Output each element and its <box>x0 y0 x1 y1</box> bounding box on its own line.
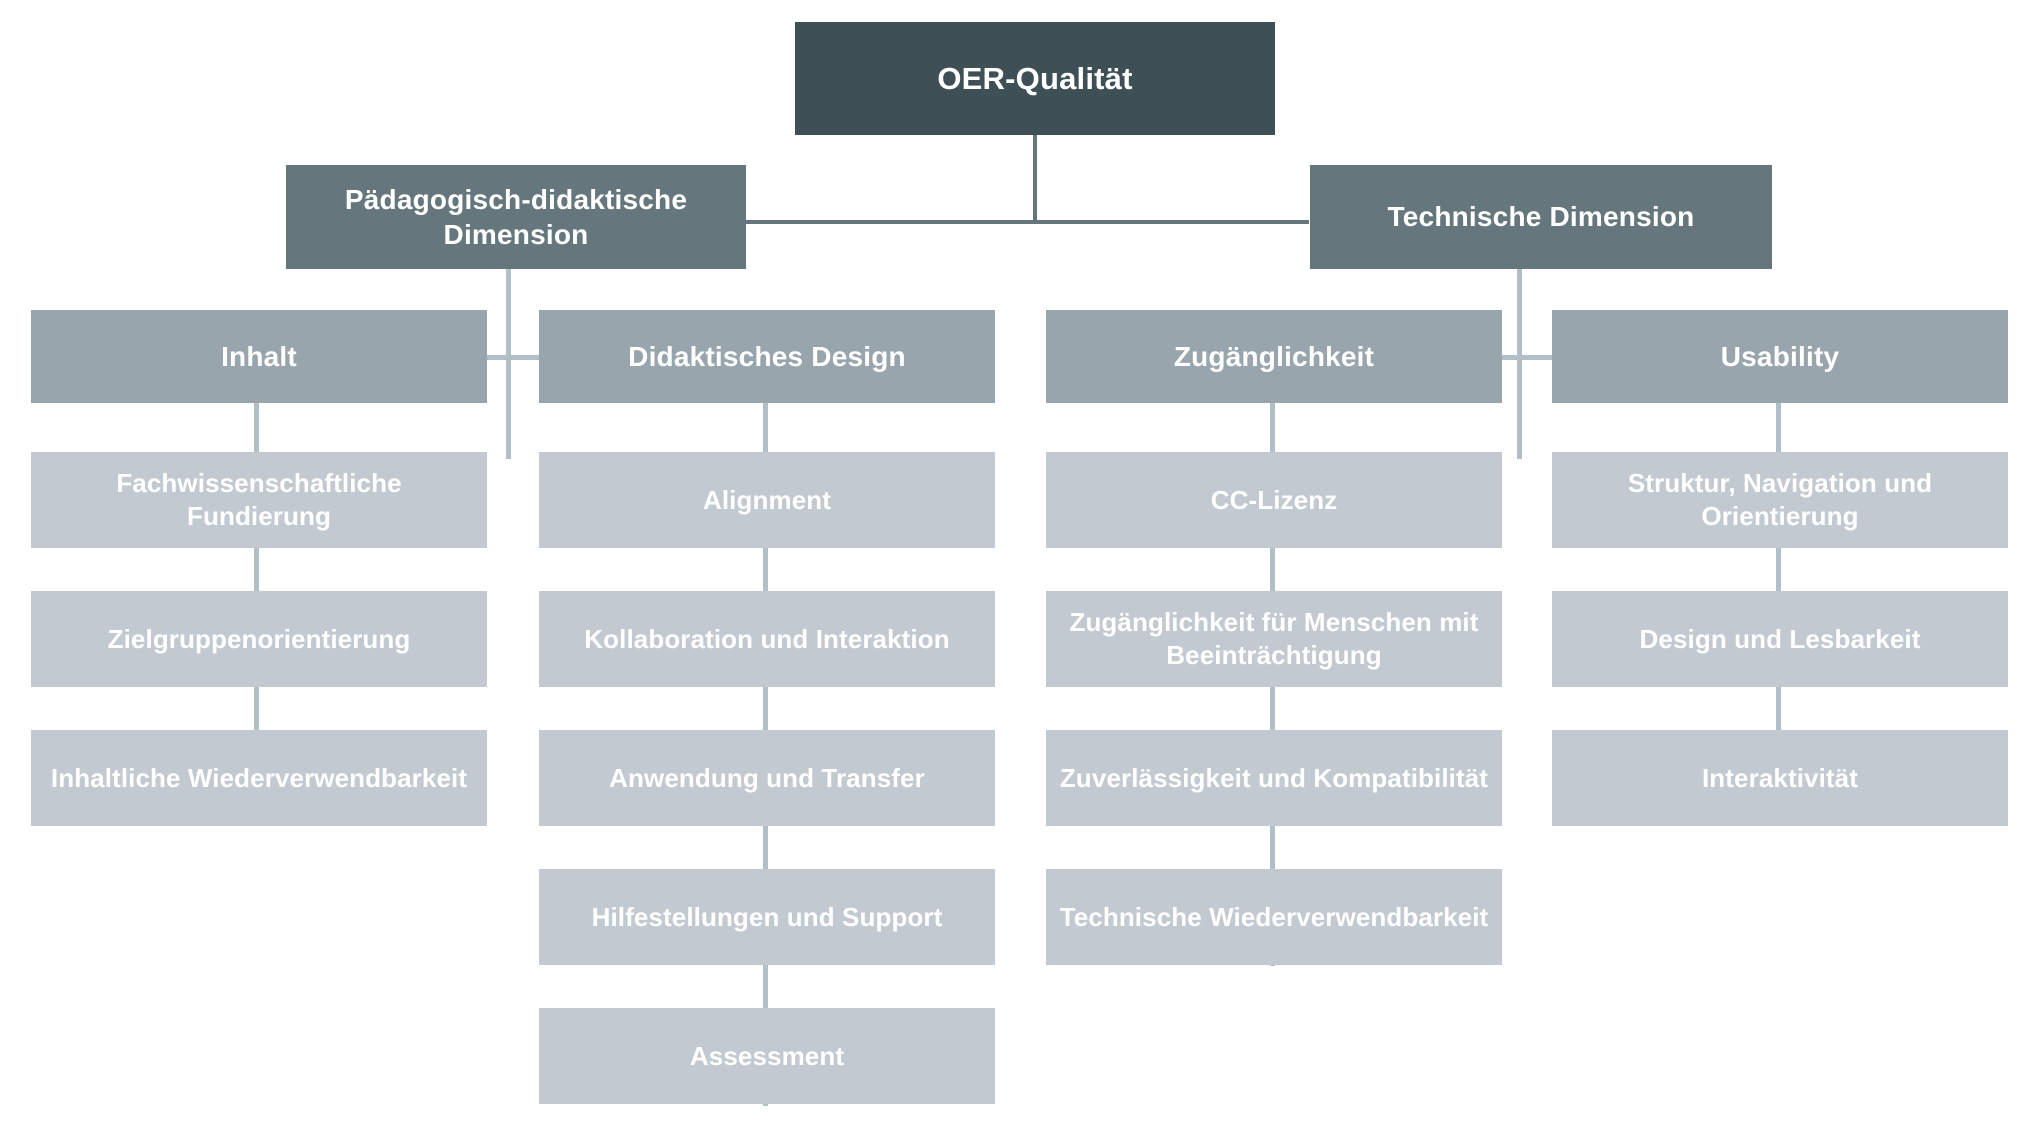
connector-right-dimension-stem <box>1517 268 1522 459</box>
node-item-cc-lizenz[interactable]: CC-Lizenz <box>1046 452 1502 548</box>
node-item-inhaltliche-wiederverwendbarkeit[interactable]: Inhaltliche Wiederverwendbarkeit <box>31 730 487 826</box>
node-item-alignment[interactable]: Alignment <box>539 452 995 548</box>
node-item-kollaboration-und-interaktion[interactable]: Kollaboration und Interaktion <box>539 591 995 687</box>
node-item-zielgruppenorientierung[interactable]: Zielgruppenorientierung <box>31 591 487 687</box>
node-item-zugaenglichkeit-beeintraechtigung[interactable]: Zugänglichkeit für Menschen mit Beeinträ… <box>1046 591 1502 687</box>
connector-right-group-bar <box>1268 355 1778 360</box>
node-item-hilfestellungen-und-support[interactable]: Hilfestellungen und Support <box>539 869 995 965</box>
node-item-technische-wiederverwendbarkeit[interactable]: Technische Wiederverwendbarkeit <box>1046 869 1502 965</box>
connector-dimensions-bar <box>737 220 1309 224</box>
node-item-assessment[interactable]: Assessment <box>539 1008 995 1104</box>
node-item-struktur-navigation-orientierung[interactable]: Struktur, Navigation und Orientierung <box>1552 452 2008 548</box>
connector-left-group-bar <box>256 355 766 360</box>
node-dimension-paedagogisch-didaktisch[interactable]: Pädagogisch-didaktische Dimension <box>286 165 746 269</box>
node-category-inhalt[interactable]: Inhalt <box>31 310 487 403</box>
node-item-interaktivitaet[interactable]: Interaktivität <box>1552 730 2008 826</box>
node-category-zugaenglichkeit[interactable]: Zugänglichkeit <box>1046 310 1502 403</box>
node-item-anwendung-und-transfer[interactable]: Anwendung und Transfer <box>539 730 995 826</box>
node-item-design-und-lesbarkeit[interactable]: Design und Lesbarkeit <box>1552 591 2008 687</box>
node-root-oer-qualitaet[interactable]: OER-Qualität <box>795 22 1275 135</box>
node-category-didaktisches-design[interactable]: Didaktisches Design <box>539 310 995 403</box>
connector-root-stem <box>1033 135 1037 223</box>
node-category-usability[interactable]: Usability <box>1552 310 2008 403</box>
node-item-fachwissenschaftliche-fundierung[interactable]: Fachwissenschaftliche Fundierung <box>31 452 487 548</box>
connector-left-dimension-stem <box>506 268 511 459</box>
node-dimension-technisch[interactable]: Technische Dimension <box>1310 165 1772 269</box>
node-item-zuverlaessigkeit-und-kompatibilitaet[interactable]: Zuverlässigkeit und Kompatibilität <box>1046 730 1502 826</box>
